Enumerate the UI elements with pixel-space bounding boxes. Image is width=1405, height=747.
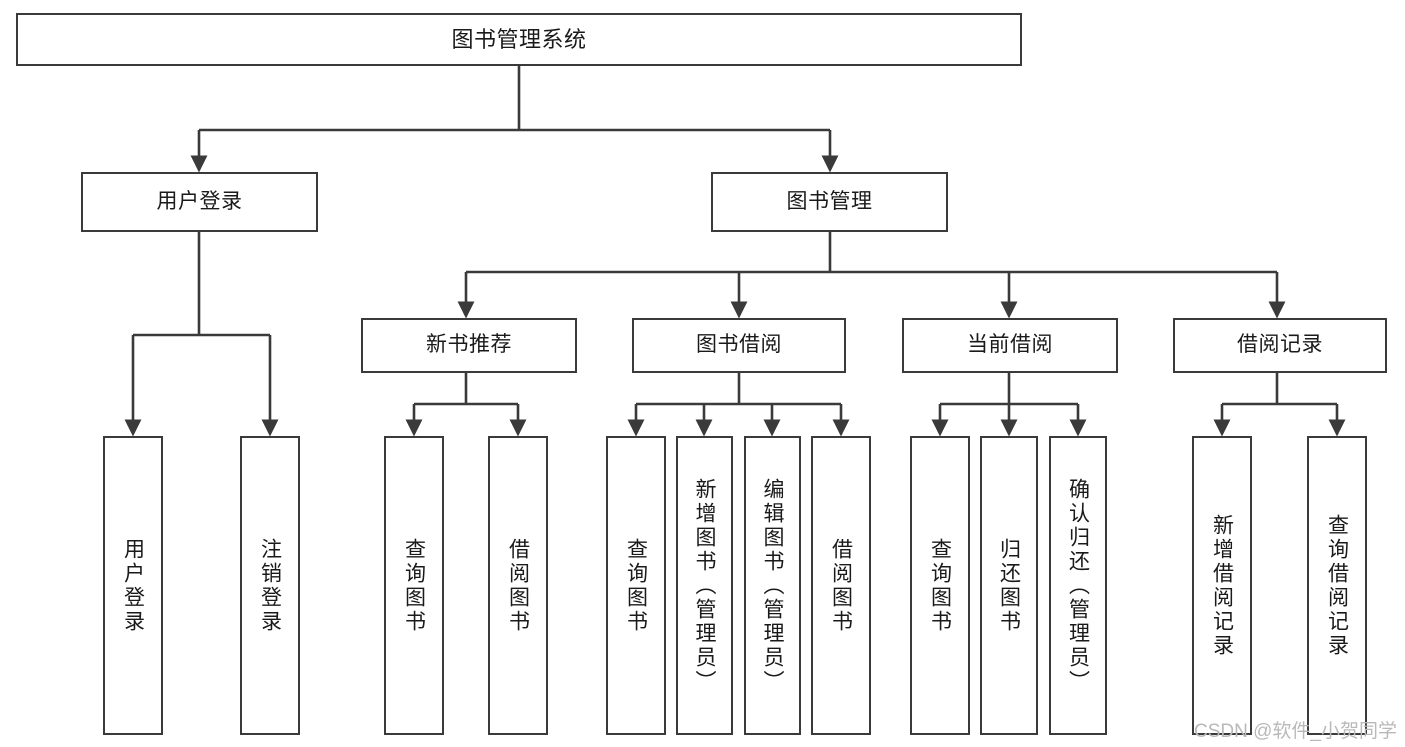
node-label: 注销登录 [258,537,282,634]
leaf-new-book-query-book[interactable]: 查询图书 [384,436,444,735]
leaf-book-borrow-query-book[interactable]: 查询图书 [606,436,666,735]
leaf-user-login-logout[interactable]: 注销登录 [240,436,300,735]
node-label: 图书管理系统 [451,26,587,52]
leaf-book-borrow-add-book-admin[interactable]: 新增图书（管理员） [676,436,733,735]
node-user-login[interactable]: 用户登录 [81,172,318,232]
node-new-book-recommend[interactable]: 新书推荐 [361,318,577,373]
node-label: 确认归还（管理员） [1066,477,1090,694]
node-label: 用户登录 [121,537,145,634]
node-label: 图书借阅 [696,333,782,357]
node-label: 查询图书 [928,537,952,634]
leaf-borrow-record-query-record[interactable]: 查询借阅记录 [1307,436,1367,735]
leaf-current-borrow-confirm-return-admin[interactable]: 确认归还（管理员） [1049,436,1107,735]
node-label: 新增图书（管理员） [693,477,716,694]
node-label: 图书管理 [786,189,873,213]
leaf-borrow-record-add-record[interactable]: 新增借阅记录 [1192,436,1252,735]
node-label: 当前借阅 [967,333,1053,357]
leaf-current-borrow-query-book[interactable]: 查询图书 [910,436,970,735]
node-label: 编辑图书（管理员） [761,477,784,694]
leaf-user-login-login[interactable]: 用户登录 [103,436,163,735]
node-label: 借阅图书 [506,537,530,634]
leaf-book-borrow-borrow-book[interactable]: 借阅图书 [811,436,871,735]
node-label: 查询图书 [402,537,426,634]
node-label: 借阅记录 [1237,333,1323,357]
node-root-book-management-system[interactable]: 图书管理系统 [16,13,1022,66]
node-label: 归还图书 [997,537,1021,634]
node-borrow-record[interactable]: 借阅记录 [1173,318,1387,373]
node-label: 新增借阅记录 [1210,513,1234,658]
leaf-current-borrow-return-book[interactable]: 归还图书 [980,436,1038,735]
node-label: 用户登录 [156,189,243,213]
leaf-book-borrow-edit-book-admin[interactable]: 编辑图书（管理员） [744,436,801,735]
csdn-watermark: CSDN @软件_小贺同学 [1194,721,1397,742]
node-book-borrow[interactable]: 图书借阅 [632,318,846,373]
node-label: 新书推荐 [426,333,512,357]
leaf-new-book-borrow-book[interactable]: 借阅图书 [488,436,548,735]
node-label: 查询图书 [624,537,648,634]
node-label: 借阅图书 [829,537,853,634]
node-book-management[interactable]: 图书管理 [711,172,948,232]
node-current-borrow[interactable]: 当前借阅 [902,318,1118,373]
node-label: 查询借阅记录 [1325,513,1349,658]
